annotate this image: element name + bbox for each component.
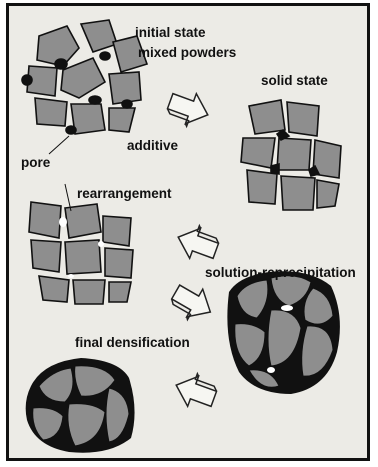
initial-state-cluster xyxy=(22,20,147,134)
label-solution-reprecipitation: solution-reprecipitation xyxy=(205,266,356,280)
label-final-densification: final densification xyxy=(75,336,190,350)
label-mixed-powders: mixed powders xyxy=(138,46,236,60)
label-initial-state: initial state xyxy=(135,26,206,40)
solid-state-cluster xyxy=(241,100,341,210)
final-densification-cluster xyxy=(26,358,135,453)
rearrangement-cluster xyxy=(29,202,133,304)
arrow-to-solution-reprecipitation xyxy=(167,278,219,327)
arrow-to-solid-state xyxy=(164,86,213,132)
label-solid-state: solid state xyxy=(261,74,328,88)
pore-leader-line xyxy=(49,136,69,154)
solution-reprecipitation-cluster xyxy=(227,271,340,394)
label-rearrangement: rearrangement xyxy=(77,187,172,201)
diagram-frame: initial state mixed powders solid state … xyxy=(6,3,370,461)
label-additive: additive xyxy=(127,139,178,153)
label-pore: pore xyxy=(21,156,50,170)
arrow-to-rearrangement xyxy=(173,220,222,266)
arrow-to-final-densification xyxy=(171,368,220,414)
